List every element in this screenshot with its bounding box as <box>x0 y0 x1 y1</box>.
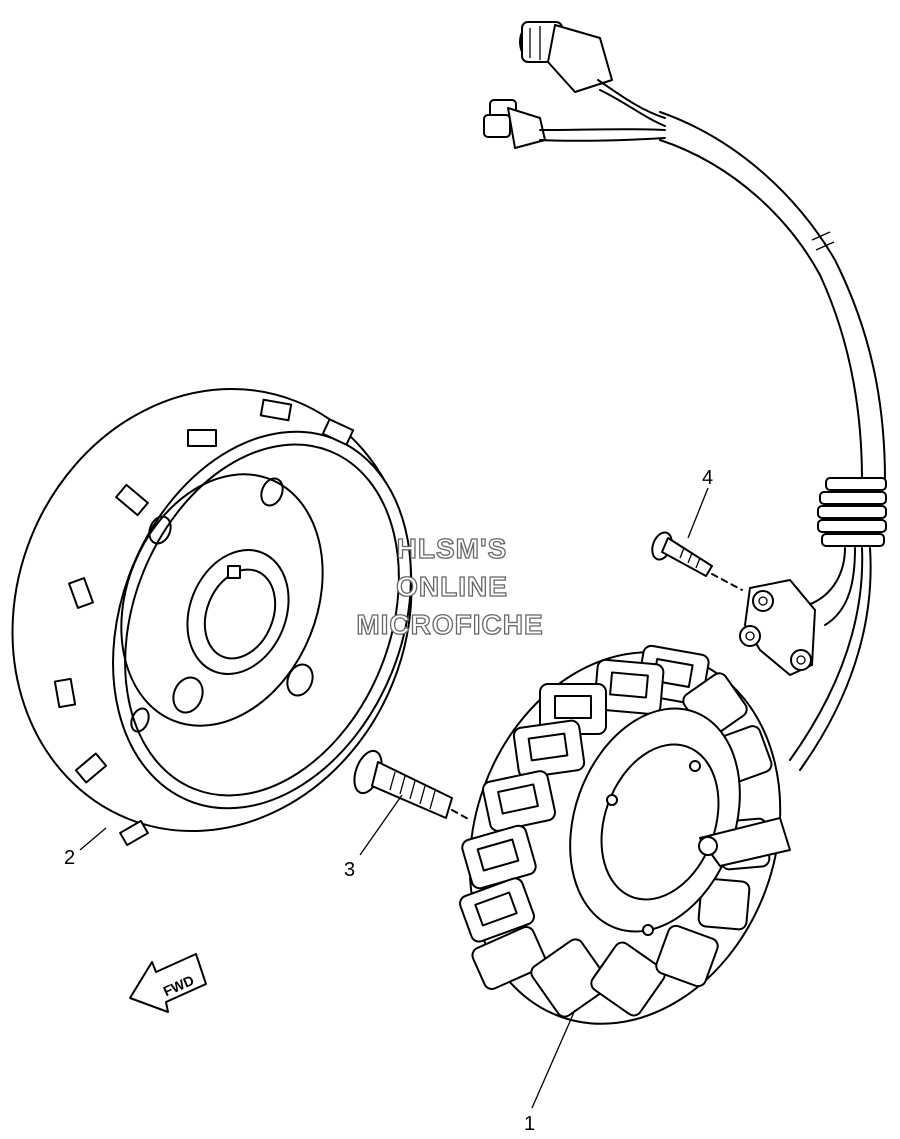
pickup-coil-sensor[interactable] <box>739 579 816 676</box>
small-connector <box>483 99 546 149</box>
stator-bolt[interactable] <box>349 747 471 821</box>
wire-grommet <box>817 477 887 547</box>
sensor-screw[interactable] <box>649 530 743 591</box>
forward-direction-arrow-icon: FWD <box>129 953 207 1013</box>
stator-assembly[interactable] <box>419 608 831 1068</box>
rotor-flywheel[interactable] <box>0 328 477 891</box>
watermark-line-2: ONLINE <box>396 571 508 602</box>
callout-3: 3 <box>344 859 355 881</box>
watermark-line-3: MICROFICHE <box>356 609 543 640</box>
main-connector <box>519 21 613 93</box>
wire-harness[interactable] <box>483 21 887 771</box>
callout-2: 2 <box>64 847 75 869</box>
leader-lines <box>79 487 709 1109</box>
callout-1: 1 <box>524 1113 535 1135</box>
watermark-line-1: HLSM'S <box>397 533 508 564</box>
callout-4: 4 <box>702 467 713 489</box>
watermark: HLSM'S ONLINE MICROFICHE <box>356 532 544 640</box>
stator-coils <box>459 644 773 1018</box>
